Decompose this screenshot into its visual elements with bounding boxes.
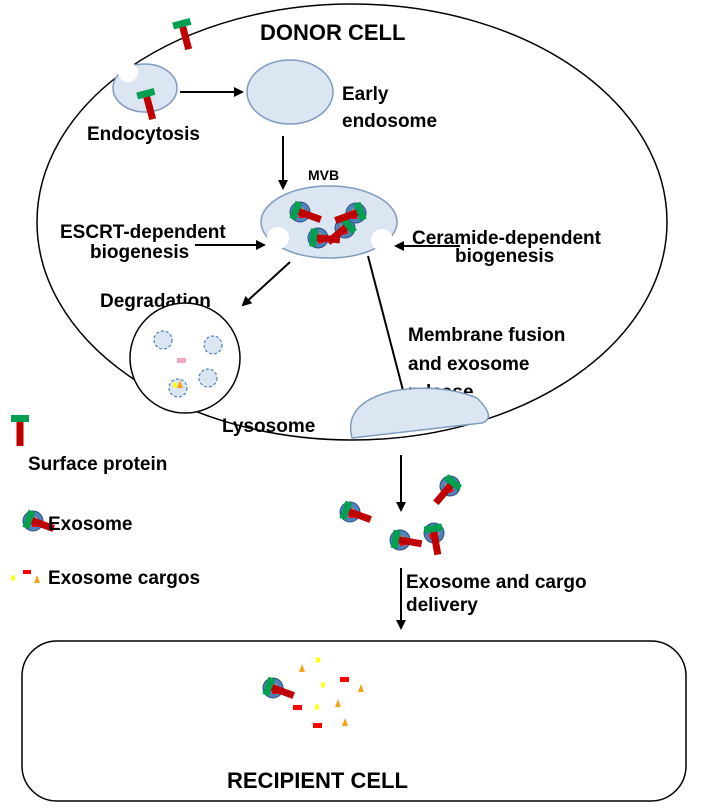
legend-surface-protein-label: Surface protein [28, 454, 167, 475]
degradation-arrow [241, 261, 291, 307]
escrt-label-2: biogenesis [90, 242, 189, 263]
legend-cargo-label: Exosome cargos [48, 568, 200, 589]
endocytosis-label: Endocytosis [87, 124, 200, 145]
legend-surface-protein-icon [11, 415, 29, 446]
donor-cell-title: DONOR CELL [260, 20, 405, 45]
early-endosome-label-1: Early [342, 84, 389, 105]
recipient-cell [21, 640, 687, 802]
released-exosome-3 [388, 525, 427, 558]
multivesicular-body [260, 185, 398, 259]
lysosome [129, 302, 241, 414]
fusion-label-2: and exosome [408, 354, 529, 375]
early-endosome [246, 59, 334, 125]
delivery-label-1: Exosome and cargo [406, 572, 587, 593]
fusion-label-1: Membrane fusion [408, 325, 565, 346]
recipient-cell-title: RECIPIENT CELL [227, 768, 408, 793]
lysosome-label: Lysosome [222, 416, 315, 437]
legend-exosome-label: Exosome [48, 514, 132, 535]
delivery-label-2: delivery [406, 595, 478, 616]
escrt-label-1: ESCRT-dependent [60, 222, 226, 243]
fusing-mvb [349, 387, 490, 439]
mvb-label: MVB [308, 167, 339, 183]
endocytic-vesicle [112, 62, 178, 113]
recipient-free-cargo [293, 657, 364, 728]
early-endosome-label-2: endosome [342, 111, 437, 132]
ceramide-label-2: biogenesis [455, 246, 554, 267]
released-exosome-4 [415, 518, 456, 561]
released-exosome-1 [339, 501, 373, 528]
released-exosome-2 [424, 471, 467, 512]
legend-cargo-icon [11, 570, 40, 583]
fusion-arrow [367, 255, 408, 400]
ceramide-label-1: Ceramide-dependent [412, 228, 602, 249]
